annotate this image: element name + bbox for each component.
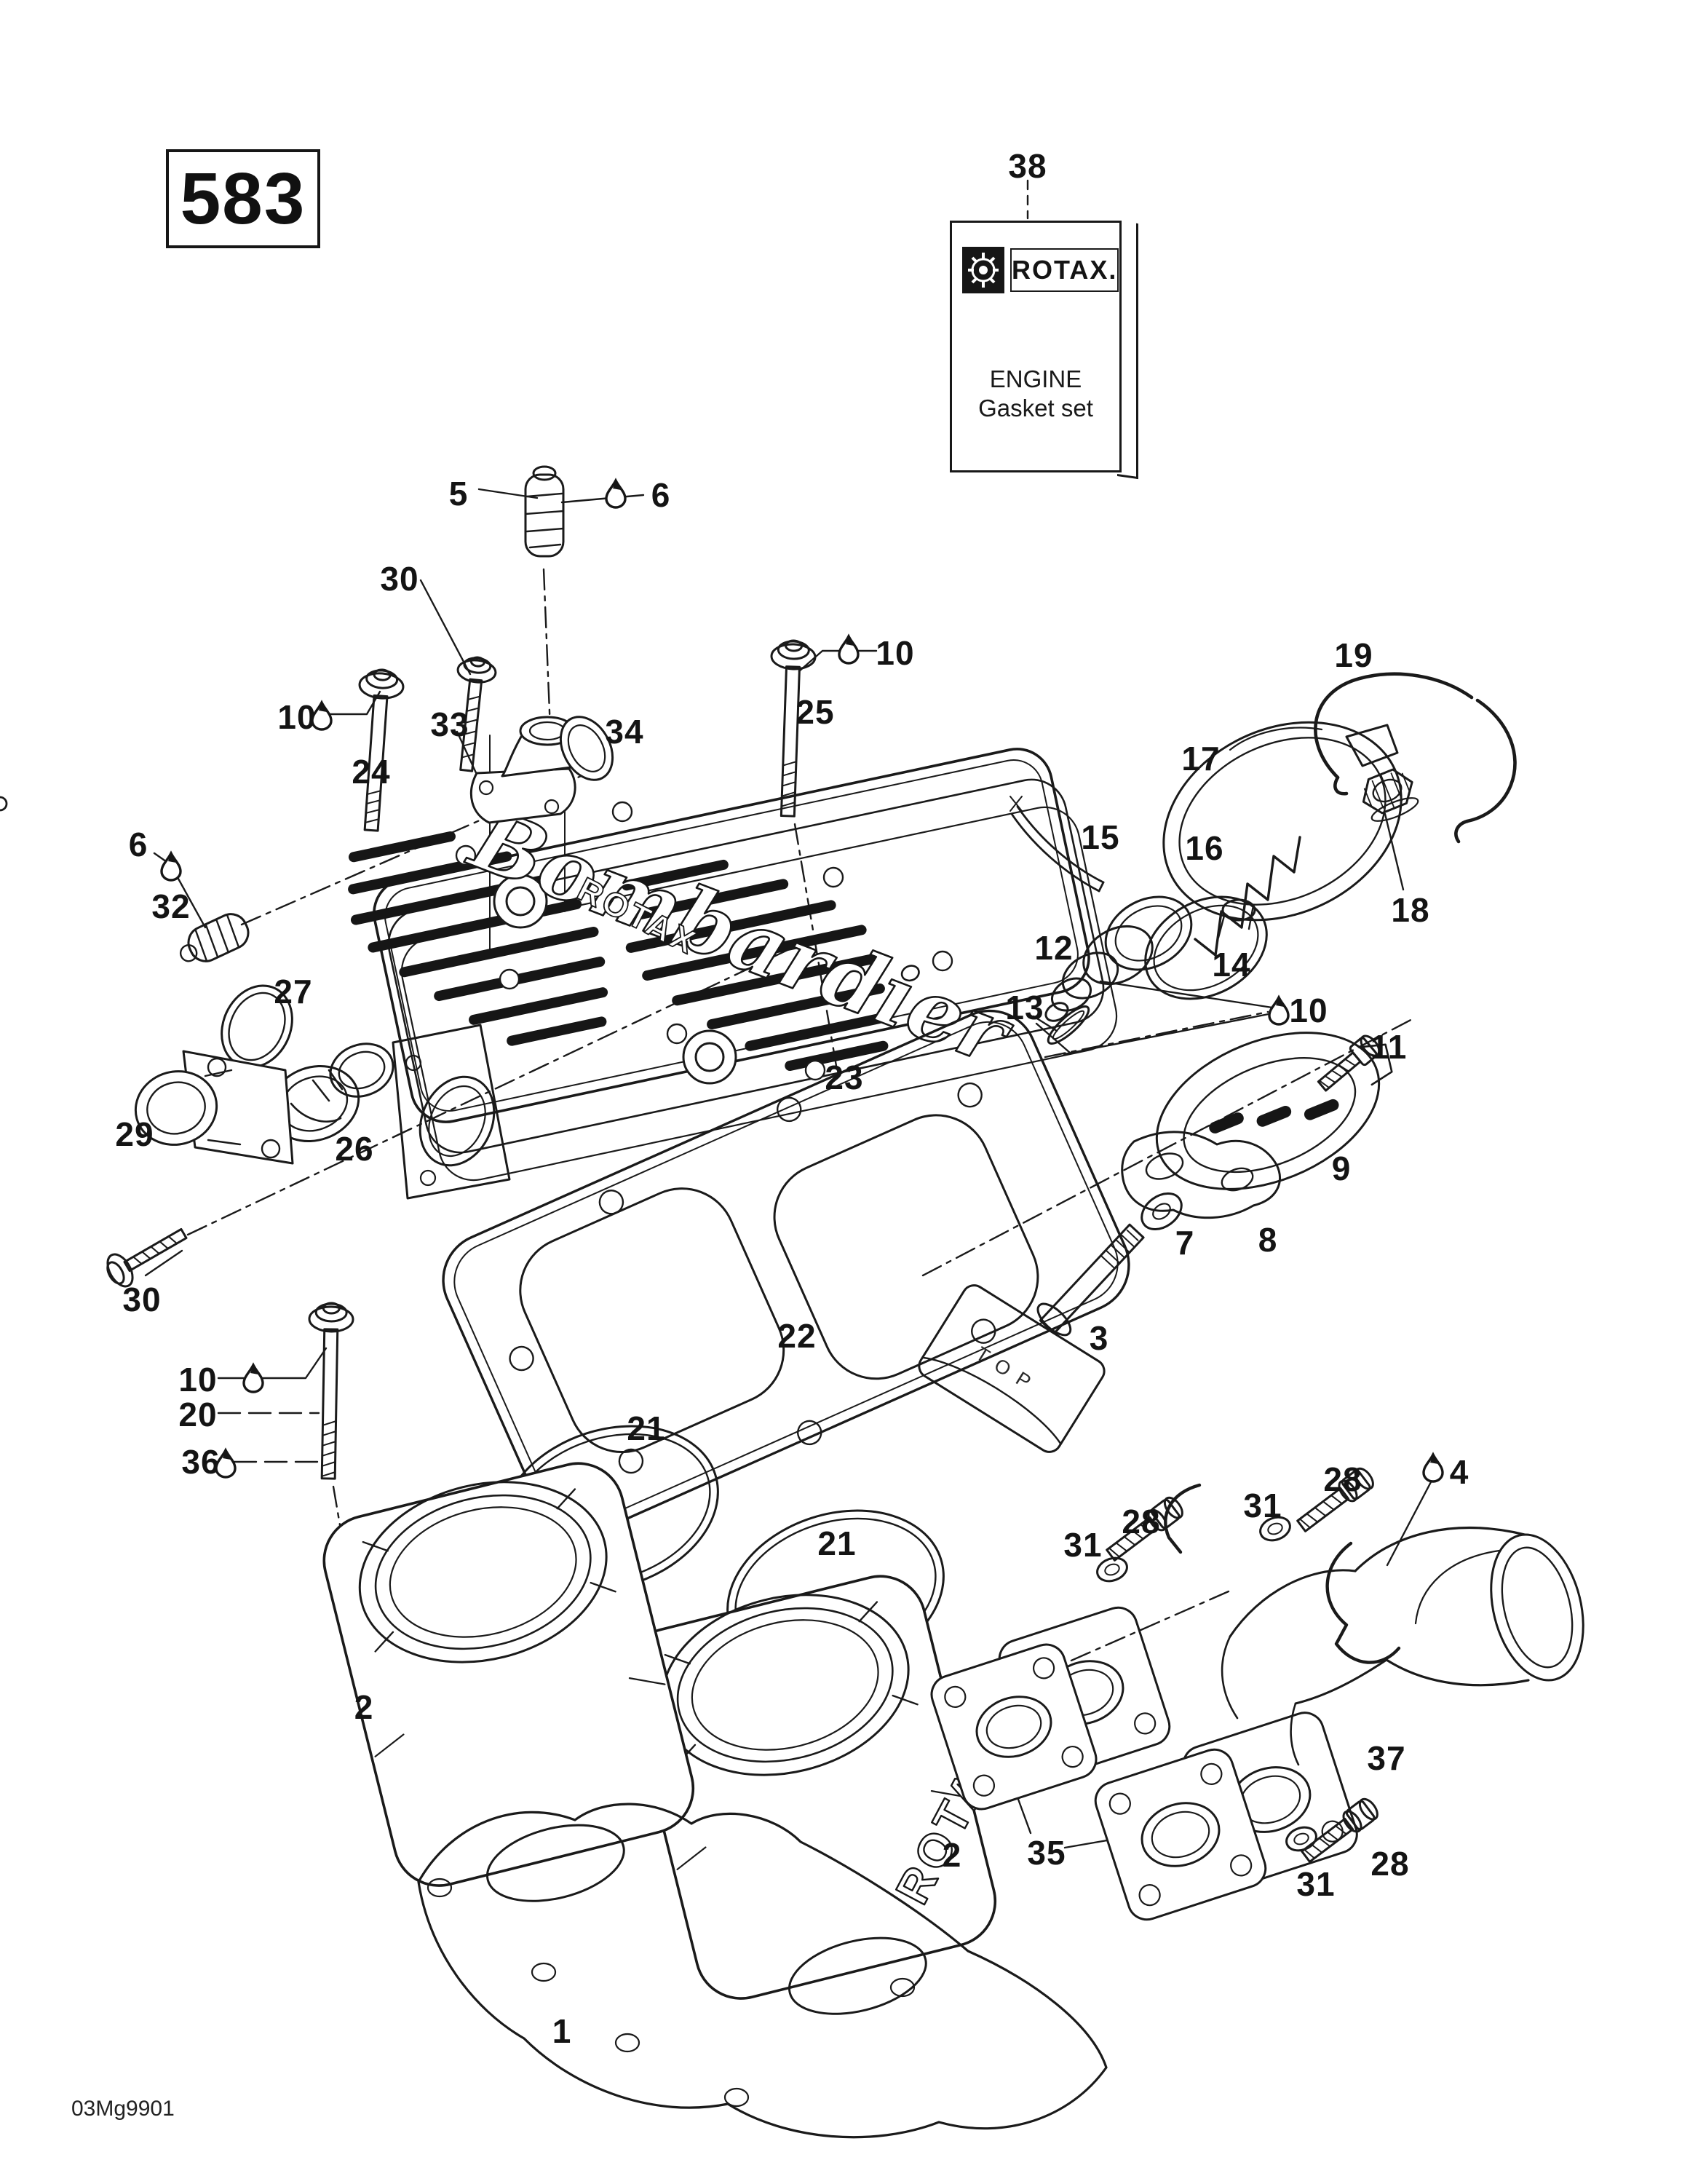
socket-screws-28 <box>1106 1467 1378 1863</box>
diaphragm-cover-17 <box>1162 721 1403 922</box>
washers-31 <box>1096 1516 1317 1852</box>
hose-15 <box>0 796 1105 893</box>
base-gasket-1 <box>417 1803 1108 2139</box>
cylinder-block-left <box>322 1462 695 1902</box>
gasket-8 <box>1121 1131 1281 1219</box>
cylinder-head-cover: Bombardier ROTAX <box>348 748 1118 1200</box>
model-number: 583 <box>180 157 306 240</box>
valve-cone-12 <box>1044 895 1193 1022</box>
gasket-kit-logo-row: ROTAX. <box>962 246 1119 294</box>
nut-18 <box>1362 768 1419 822</box>
bolt-30-bottom <box>106 1227 188 1288</box>
gasket-kit-title-line1: ENGINE <box>989 365 1082 392</box>
gasket-kit-box: ROTAX. ENGINE Gasket set <box>950 221 1122 472</box>
rubber-mount-5 <box>524 465 565 558</box>
exhaust-flange-gaskets-35 <box>930 1606 1358 1921</box>
head-script-emboss: Bombardier <box>456 788 1026 1086</box>
thermostat-elbow <box>470 716 614 824</box>
figure-code: 03Mg9901 <box>71 2097 175 2121</box>
bolt-25 <box>770 639 817 818</box>
water-outlet-29 <box>134 1050 294 1165</box>
model-badge: 583 <box>166 149 320 248</box>
gasket-kit-title-line2: Gasket set <box>978 395 1093 422</box>
rotax-brand-text: ROTAX. <box>1012 255 1118 285</box>
retainer-wire-19 <box>1314 672 1517 844</box>
cylinder-block-right <box>624 1575 997 2015</box>
manifold-wire-37 <box>1164 1483 1401 1664</box>
bolt-24 <box>358 668 405 832</box>
bolt-20 <box>308 1302 354 1480</box>
head-gasket-22 <box>442 1009 1130 1536</box>
rotax-brand-frame: ROTAX. <box>1010 248 1119 292</box>
exhaust-manifold <box>1221 1527 1584 1766</box>
bleed-screw-32 <box>179 913 250 962</box>
diaphragm-14 <box>1144 895 1268 1000</box>
valve-cover-9 <box>1155 1032 1393 1190</box>
washer-7 <box>1140 1192 1183 1230</box>
rotax-gear-logo-icon <box>962 247 1004 293</box>
o-ring-13 <box>1047 1005 1090 1045</box>
gasket-kit-title: ENGINE Gasket set <box>952 365 1119 423</box>
screw-11 <box>1317 1034 1381 1092</box>
stud-top-mark: TOP <box>972 1342 1043 1398</box>
spring-16 <box>1194 836 1301 957</box>
bolt-30-top <box>456 656 497 772</box>
